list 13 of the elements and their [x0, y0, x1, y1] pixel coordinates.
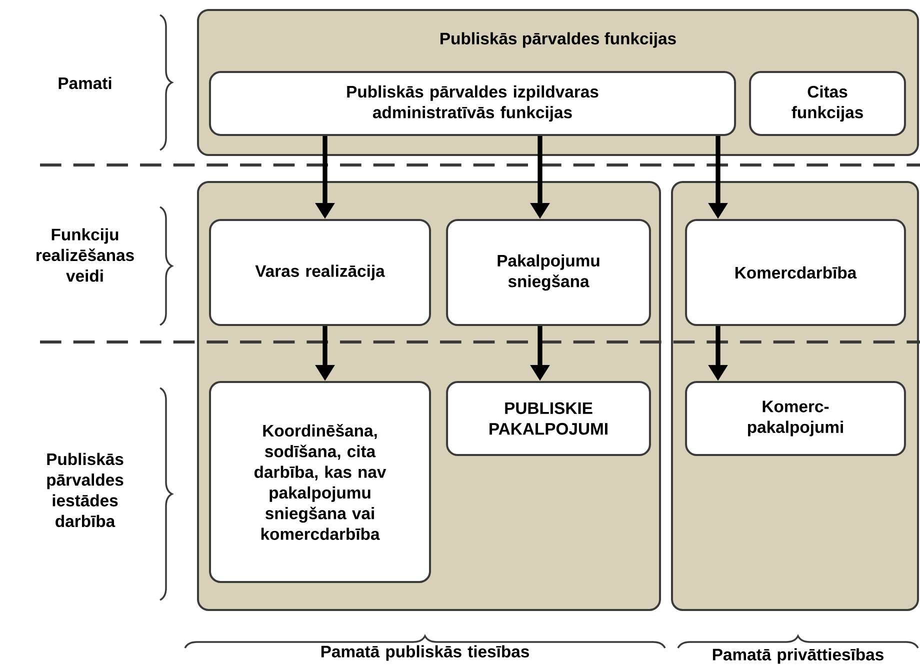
- process-box: Citas funkcijas: [749, 71, 906, 136]
- process-box: Varas realizācija: [209, 218, 431, 326]
- process-box: Komerc- pakalpojumi: [685, 380, 906, 456]
- process-box: PUBLISKIE PAKALPOJUMI: [446, 380, 651, 456]
- side-label: Funkciju realizēšanas veidi: [36, 228, 134, 282]
- side-label: Publiskās pārvaldes iestādes darbība: [47, 452, 124, 528]
- process-box: Koordinēšana, sodīšana, cita darbība, kas nav pakalpojumu sniegšana vai komercdarbība: [209, 381, 431, 583]
- side-label: Pamatā publiskās tiesības: [321, 645, 529, 661]
- side-label: Pamatā privāttiesības: [712, 648, 884, 664]
- side-label: Pamati: [58, 76, 112, 90]
- process-box: Pakalpojumu sniegšana: [446, 218, 651, 326]
- process-box: Komercdarbība: [685, 218, 906, 326]
- process-box: Publiskās pārvaldes izpildvaras administratīvās funkcijas: [208, 71, 736, 136]
